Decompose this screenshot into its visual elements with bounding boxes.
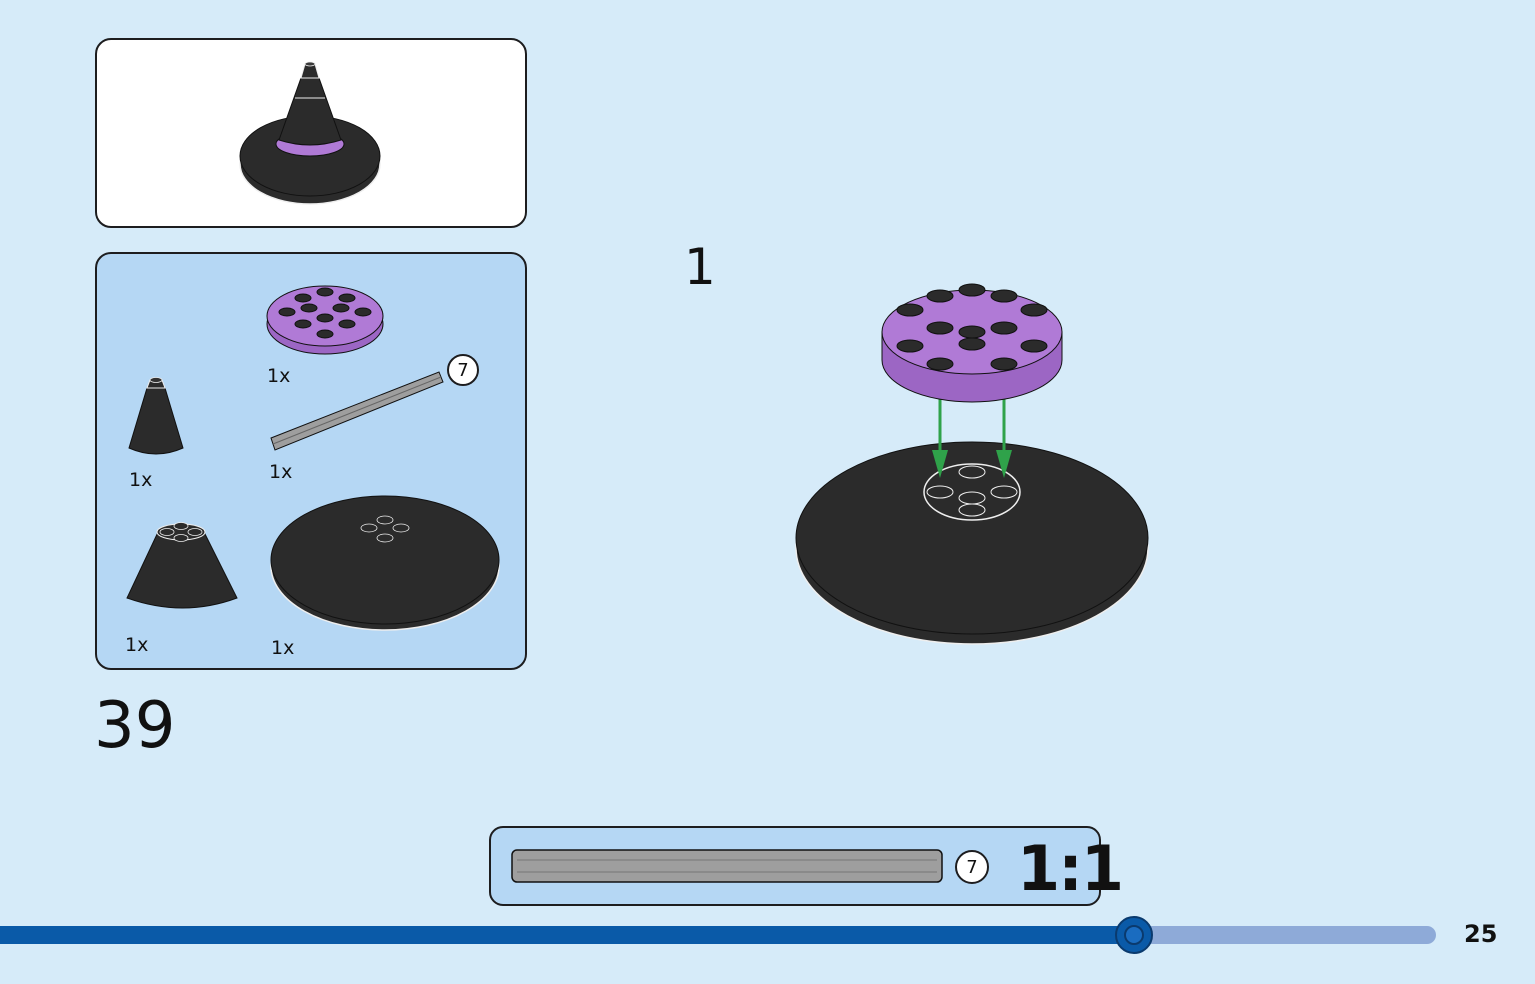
quantity-label: 1x — [129, 469, 153, 491]
assembled-model-image — [239, 61, 381, 205]
parts-list-panel: 1x 1x 7 1x 1x 1x — [95, 252, 527, 670]
quantity-label: 1x — [271, 637, 295, 659]
quantity-label: 1x — [125, 634, 149, 656]
progress-bar — [0, 916, 1436, 954]
black-round-base-image — [270, 495, 500, 631]
progress-fill — [0, 926, 1134, 944]
step-number: 1 — [684, 238, 716, 296]
black-cone-large-image — [126, 522, 238, 609]
scale-ratio: 1:1 — [1017, 832, 1124, 905]
axle-length-label: 7 — [447, 354, 479, 386]
sub-model-preview-panel — [95, 38, 527, 228]
axle-scale-image — [511, 849, 943, 883]
black-cone-small-image — [128, 377, 184, 455]
scale-reference-panel: 7 1:1 — [489, 826, 1124, 906]
assembly-illustration — [795, 283, 1149, 645]
purple-round-plate — [881, 283, 1063, 403]
placement-arrows — [932, 398, 1012, 478]
black-round-base — [795, 441, 1149, 645]
quantity-label: 1x — [269, 461, 293, 483]
purple-round-plate-image — [266, 285, 384, 355]
quantity-label: 1x — [267, 365, 291, 387]
axle-length-label: 7 — [955, 850, 989, 884]
page-number: 25 — [1464, 920, 1498, 948]
progress-indicator — [1115, 916, 1153, 954]
grey-axle-image — [270, 371, 444, 451]
step-group-number: 39 — [94, 689, 176, 763]
